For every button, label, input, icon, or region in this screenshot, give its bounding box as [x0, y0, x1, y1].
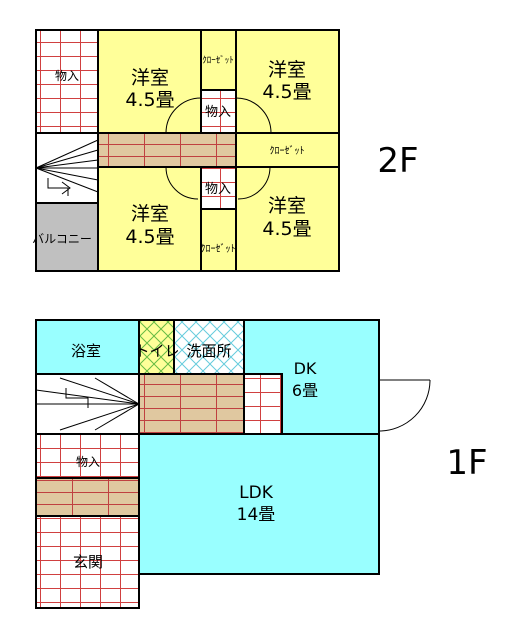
storage-top-left-label: 物入 — [55, 69, 79, 83]
ldk-size: 14畳 — [237, 505, 276, 525]
dk-size: 6畳 — [292, 381, 318, 400]
room-nw-name: 洋室 — [131, 67, 169, 89]
cupboard-1f — [243, 373, 283, 435]
room-se-area — [235, 166, 340, 272]
second-floor-plan — [35, 29, 340, 272]
bath-label: 浴室 — [71, 342, 101, 360]
floor-label-2f: 2F — [377, 141, 418, 181]
hall-1f — [35, 477, 140, 517]
room-sw-size: 4.5畳 — [125, 226, 174, 248]
room-se-size: 4.5畳 — [262, 218, 311, 240]
outside-door — [378, 379, 431, 432]
storage-top-left-area — [35, 29, 99, 134]
balcony-area — [35, 202, 99, 272]
bath-area — [35, 319, 140, 375]
storage-1f-label: 物入 — [76, 455, 100, 469]
ldk-name: LDK — [239, 483, 274, 503]
corridor-1f — [138, 373, 245, 435]
closet-top-label: ｸﾛｰｾﾞｯﾄ — [202, 55, 234, 66]
storage-mid-upper-label: 物入 — [205, 105, 231, 120]
closet-right-area — [235, 132, 340, 168]
storage-mid-lower-label: 物入 — [205, 182, 231, 197]
door-swings-2f — [165, 97, 272, 200]
washroom-area — [173, 319, 245, 375]
entrance-area — [35, 515, 140, 609]
room-nw-size: 4.5畳 — [125, 89, 174, 111]
first-floor-plan — [35, 319, 431, 609]
room-se-name: 洋室 — [268, 195, 306, 217]
closet-right-label: ｸﾛｰｾﾞｯﾄ — [270, 145, 305, 157]
room-ne-size: 4.5畳 — [262, 81, 311, 103]
room-ne-name: 洋室 — [268, 59, 306, 81]
corridor-2f — [97, 132, 237, 168]
closet-bottom-area — [200, 208, 237, 272]
entrance-label: 玄関 — [73, 553, 103, 571]
washroom-label: 洗面所 — [186, 342, 231, 360]
ldk-area — [138, 433, 380, 575]
closet-bottom-label: ｸﾛｰｾﾞｯﾄ — [201, 243, 236, 255]
room-sw-name: 洋室 — [131, 203, 169, 225]
toilet-label: トイレ — [134, 342, 179, 360]
dk-name: DK — [294, 359, 317, 378]
balcony-label: バルコニー — [32, 232, 92, 246]
room-nw-area — [97, 29, 202, 134]
floor-label-1f: 1F — [446, 443, 487, 483]
